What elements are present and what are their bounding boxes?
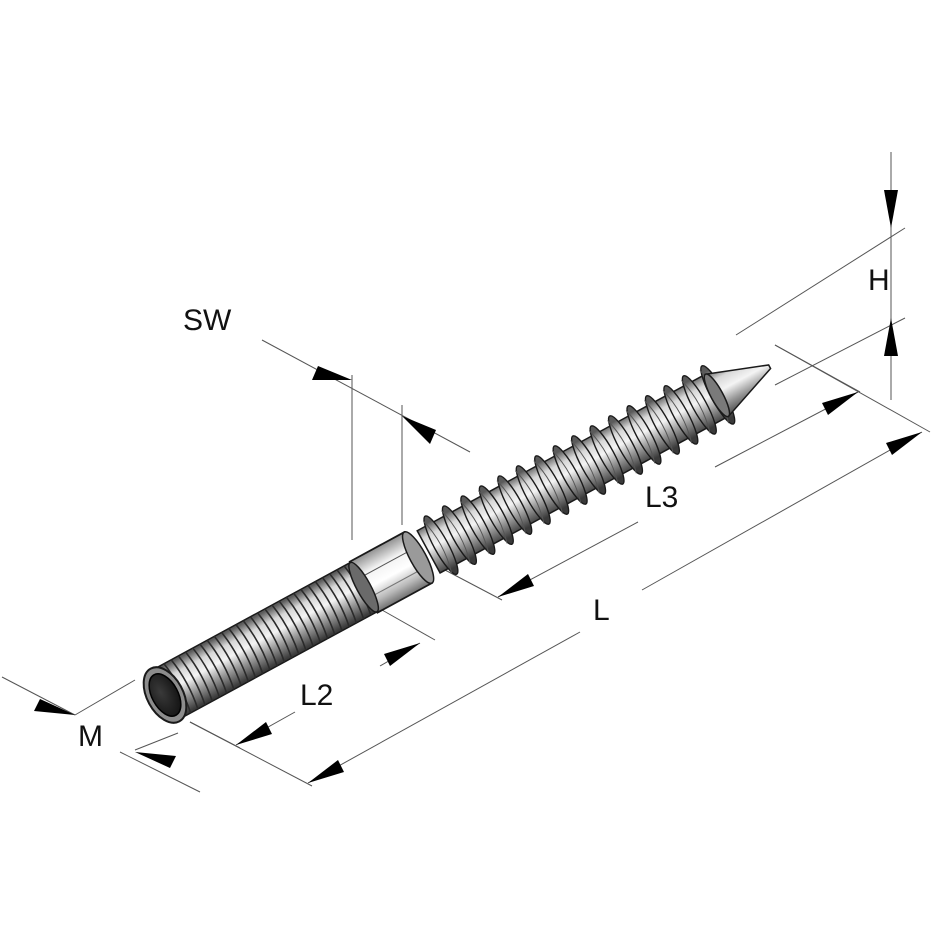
machine-thread-ridge bbox=[314, 581, 343, 632]
machine-thread-ridge bbox=[228, 627, 257, 678]
machine-thread-shoulder bbox=[348, 561, 380, 613]
hanger-bolt bbox=[142, 364, 772, 724]
sw-label: SW bbox=[183, 304, 232, 337]
l-extension-tip bbox=[774, 344, 931, 433]
l2-arrow-left bbox=[236, 722, 272, 745]
wood-screw-section bbox=[416, 364, 772, 576]
machine-thread-ridge bbox=[235, 624, 264, 675]
m-arrow-bottom bbox=[135, 752, 176, 768]
wood-thread-shade bbox=[662, 390, 693, 444]
l2-extension-hex bbox=[381, 609, 436, 641]
machine-thread-ridge bbox=[256, 612, 286, 663]
machine-thread-ridge bbox=[249, 616, 278, 667]
machine-thread-ridge bbox=[271, 604, 300, 655]
wood-thread-shade bbox=[478, 490, 508, 544]
machine-thread-ridge bbox=[307, 584, 336, 635]
machine-threads bbox=[163, 565, 372, 714]
h-label: H bbox=[868, 264, 890, 297]
wood-thread-shade bbox=[625, 410, 656, 464]
h-arrow-top bbox=[884, 190, 898, 228]
machine-thread-ridge bbox=[285, 596, 314, 647]
machine-thread-ridge bbox=[329, 573, 358, 624]
machine-thread-ridge bbox=[293, 592, 322, 643]
m-dimension-bottom bbox=[119, 751, 201, 793]
l-dimension-right bbox=[641, 431, 923, 591]
m-extension-bottom bbox=[134, 732, 179, 751]
wood-thread-shade bbox=[533, 460, 563, 514]
machine-thread-ridge bbox=[321, 577, 350, 628]
m-label: M bbox=[78, 720, 103, 753]
sw-arrow-left bbox=[312, 366, 352, 380]
wood-thread-shade bbox=[588, 430, 619, 484]
wood-thread-shade bbox=[496, 480, 527, 534]
machine-thread-ridge bbox=[300, 588, 329, 639]
hex-edge-lower bbox=[369, 567, 425, 599]
h-extension-bottom bbox=[774, 317, 906, 386]
machine-thread-ridge bbox=[177, 655, 206, 706]
h-extension-top bbox=[735, 227, 906, 336]
machine-thread-ridge bbox=[206, 639, 235, 690]
l-dimension-left bbox=[307, 631, 581, 784]
l3-arrow-right bbox=[822, 392, 858, 415]
l3-label: L3 bbox=[645, 481, 678, 514]
wood-thread-shade bbox=[607, 420, 637, 474]
machine-thread-ridge bbox=[264, 608, 293, 659]
l2-label: L2 bbox=[300, 679, 333, 712]
l3-extension-hex bbox=[444, 569, 503, 601]
machine-thread-section bbox=[150, 561, 380, 721]
machine-thread-ridge bbox=[336, 569, 365, 620]
l3-arrow-left bbox=[498, 574, 534, 597]
machine-thread-ridge bbox=[242, 620, 271, 671]
wood-thread-shade bbox=[681, 380, 711, 434]
wood-thread-shade bbox=[459, 500, 490, 554]
hex-edge-upper bbox=[358, 548, 414, 579]
hex-face-right bbox=[401, 531, 435, 585]
machine-thread-ridge bbox=[213, 635, 242, 686]
wood-thread-shade bbox=[551, 450, 582, 504]
l-arrow-right bbox=[886, 432, 922, 455]
machine-thread-ridge bbox=[278, 600, 307, 651]
h-arrow-bottom bbox=[884, 318, 898, 356]
machine-thread-ridge bbox=[220, 631, 250, 682]
l2-extension-end bbox=[189, 721, 241, 749]
m-dimension-top bbox=[1, 676, 76, 716]
wood-thread-shade bbox=[570, 440, 600, 494]
m-extension-top bbox=[74, 679, 136, 716]
machine-thread-ridge bbox=[184, 651, 214, 702]
wood-thread-shade bbox=[644, 400, 674, 454]
sw-arrow-right bbox=[402, 416, 436, 444]
l-label: L bbox=[593, 594, 610, 627]
l2-arrow-right bbox=[384, 643, 420, 666]
dimension-arrows bbox=[34, 190, 922, 783]
m-arrow-top bbox=[34, 699, 75, 715]
wood-thread-shade bbox=[515, 470, 545, 524]
machine-thread-ridge bbox=[199, 643, 228, 694]
wood-thread-shade bbox=[441, 510, 471, 564]
wood-thread-shade bbox=[422, 520, 453, 574]
sw-dimension-line bbox=[261, 339, 471, 453]
machine-thread-ridge bbox=[192, 647, 221, 698]
tip-base bbox=[703, 373, 731, 418]
l-arrow-left bbox=[308, 760, 344, 783]
bolt-end-face bbox=[148, 673, 182, 717]
dimension-lines bbox=[1, 152, 931, 793]
machine-thread-ridge bbox=[170, 659, 199, 710]
